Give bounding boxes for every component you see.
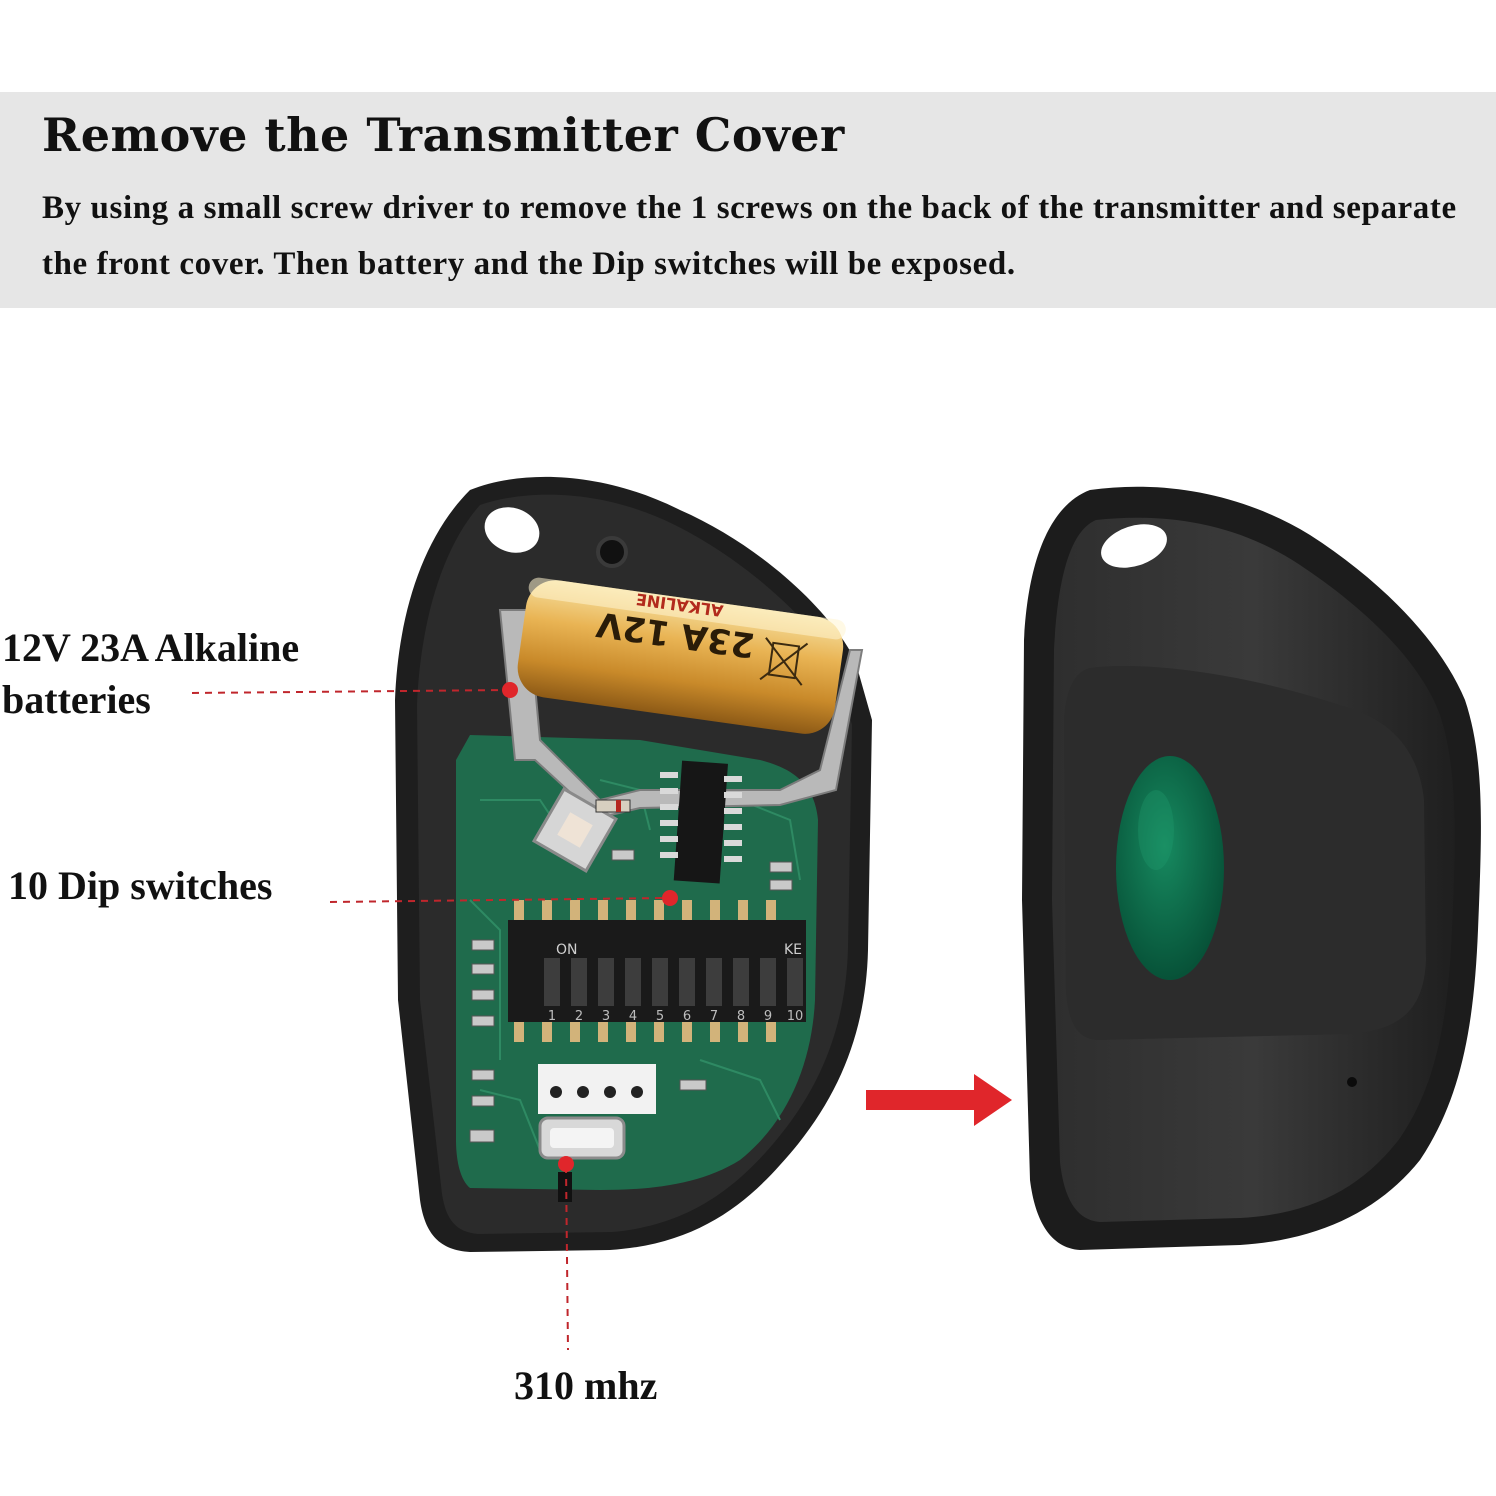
page-description: By using a small screw driver to remove …	[42, 190, 1457, 282]
dip-number: 2	[575, 1009, 583, 1024]
dip-number: 10	[787, 1009, 804, 1024]
page-title: Remove the Transmitter Cover	[42, 108, 845, 162]
dip-number: 7	[710, 1009, 718, 1024]
callout-battery-dot	[502, 682, 518, 698]
dip-number: 5	[656, 1009, 664, 1024]
dip-switch-block: ON KE 1 2 3 4 5 6 7 8 9 10	[508, 900, 806, 1042]
crossed-bin-icon	[759, 637, 809, 686]
dip-number: 8	[737, 1009, 745, 1024]
screw-post	[596, 536, 628, 568]
dip-number: 6	[683, 1009, 691, 1024]
keyring-hole	[484, 507, 540, 553]
arrow-right-icon	[866, 1074, 1012, 1126]
antenna-lead	[558, 1172, 572, 1202]
callout-frequency-line	[565, 1165, 569, 1351]
battery: 23A 12V ALKALINE	[517, 577, 846, 734]
callout-battery-line	[191, 689, 509, 694]
frequency-callout-label: 310 mhz	[514, 1363, 658, 1408]
ic-chip	[660, 760, 742, 884]
dip-number: 9	[764, 1009, 772, 1024]
header-banner	[0, 92, 1496, 308]
diode	[595, 799, 631, 813]
cover-keyring-hole	[1101, 524, 1167, 568]
tact-switch	[531, 786, 619, 874]
callout-dip-line	[329, 897, 667, 903]
dip-on-label: ON	[556, 942, 578, 958]
led-hole	[1347, 1077, 1357, 1087]
dip-number: 4	[629, 1009, 637, 1024]
front-cover	[1022, 486, 1481, 1250]
dip-ke-label: KE	[784, 942, 802, 958]
open-transmitter: 23A 12V ALKALINE	[395, 476, 872, 1252]
battery-callout-label: 12V 23A Alkaline batteries	[2, 625, 300, 722]
dip-number: 3	[602, 1009, 610, 1024]
green-button	[1116, 756, 1224, 980]
callout-dip-dot	[662, 890, 678, 906]
dip-number: 1	[548, 1009, 556, 1024]
dip-switch-callout-label: 10 Dip switches	[8, 863, 273, 908]
callout-frequency-dot	[558, 1156, 574, 1172]
